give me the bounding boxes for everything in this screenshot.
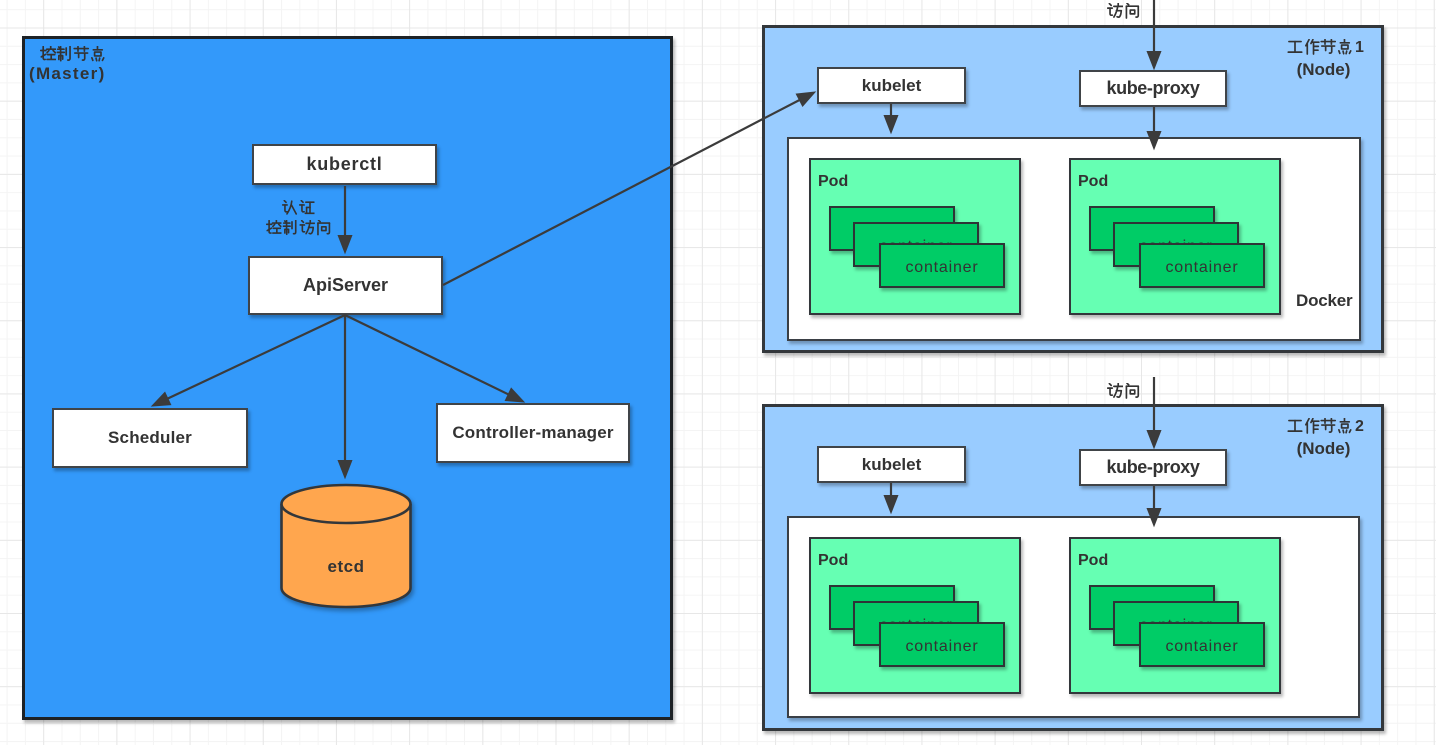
- svg-text:etcd: etcd: [328, 557, 365, 576]
